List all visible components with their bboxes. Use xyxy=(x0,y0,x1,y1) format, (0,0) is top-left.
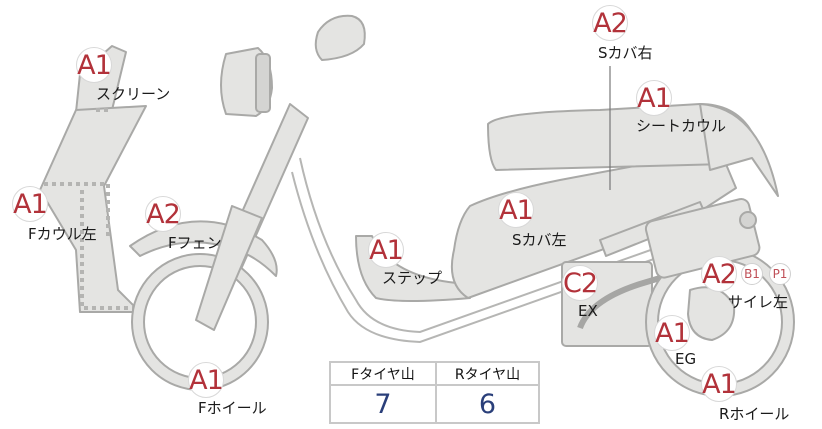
cowl-boundary xyxy=(44,182,136,310)
marker-s-cover-left[interactable]: A1 xyxy=(498,192,534,228)
label-f-fender: Fフェン xyxy=(168,234,222,252)
rear-tire-value: 6 xyxy=(478,388,497,420)
grade-badge: A2 xyxy=(145,196,181,232)
sub-grade-badge-b1[interactable]: B1 xyxy=(741,263,763,285)
grade-badge: A1 xyxy=(654,315,690,351)
grade-badge: A1 xyxy=(701,366,737,402)
grade-badge: A2 xyxy=(701,256,737,292)
grade-badge: A1 xyxy=(12,186,48,222)
grade-badge: A2 xyxy=(592,5,628,41)
front-tire-value: 7 xyxy=(374,388,392,420)
headlight-rim xyxy=(255,53,271,113)
exhaust-pipe xyxy=(577,269,681,330)
grade-badge: C2 xyxy=(562,265,598,301)
marker-r-wheel[interactable]: A1 xyxy=(701,366,737,402)
marker-silencer-left[interactable]: A2 xyxy=(701,256,737,292)
label-f-cowl-left: Fカウル左 xyxy=(28,225,97,243)
label-r-wheel: Rホイール xyxy=(719,405,790,423)
grade-badge: A1 xyxy=(76,47,112,83)
label-s-cover-right: Sカバ右 xyxy=(598,44,653,62)
grade-badge: A1 xyxy=(368,232,404,268)
seat xyxy=(487,103,757,171)
grade-badge: A1 xyxy=(188,362,224,398)
marker-s-cover-right[interactable]: A2 xyxy=(592,5,628,41)
grade-badge: A1 xyxy=(498,192,534,228)
label-seat-cowl: シートカウル xyxy=(636,117,727,135)
table-divider xyxy=(435,363,437,422)
side-cover xyxy=(450,149,737,299)
marker-f-cowl-left[interactable]: A1 xyxy=(12,186,48,222)
mirror xyxy=(314,14,366,61)
marker-seat-cowl[interactable]: A1 xyxy=(636,80,672,116)
frame-tube-inner xyxy=(291,171,697,344)
label-f-wheel: Fホイール xyxy=(198,399,267,417)
marker-screen[interactable]: A1 xyxy=(76,47,112,83)
marker-exhaust[interactable]: C2 xyxy=(562,265,598,301)
label-engine: EG xyxy=(675,350,697,368)
marker-engine[interactable]: A1 xyxy=(654,315,690,351)
marker-step[interactable]: A1 xyxy=(368,232,404,268)
sub-grade-badge-p1[interactable]: P1 xyxy=(769,263,791,285)
label-screen: スクリーン xyxy=(96,85,171,103)
label-s-cover-left: Sカバ左 xyxy=(512,231,567,249)
front-cowl-shape xyxy=(39,105,147,313)
rear-tire-header: Rタイヤ山 xyxy=(437,363,538,386)
rear-shock-mount xyxy=(739,211,757,229)
grade-badge: A1 xyxy=(636,80,672,116)
label-exhaust: EX xyxy=(578,302,598,320)
frame-tube xyxy=(299,157,691,334)
front-tire-header: Fタイヤ山 xyxy=(331,363,435,386)
marker-f-fender[interactable]: A2 xyxy=(145,196,181,232)
tire-tread-table: Fタイヤ山 Rタイヤ山 7 6 xyxy=(329,361,540,424)
tail-cowl xyxy=(699,103,779,197)
marker-f-wheel[interactable]: A1 xyxy=(188,362,224,398)
label-silencer-left: サイレ左 xyxy=(728,293,789,311)
label-step: ステップ xyxy=(382,269,443,287)
front-fork xyxy=(195,205,263,331)
